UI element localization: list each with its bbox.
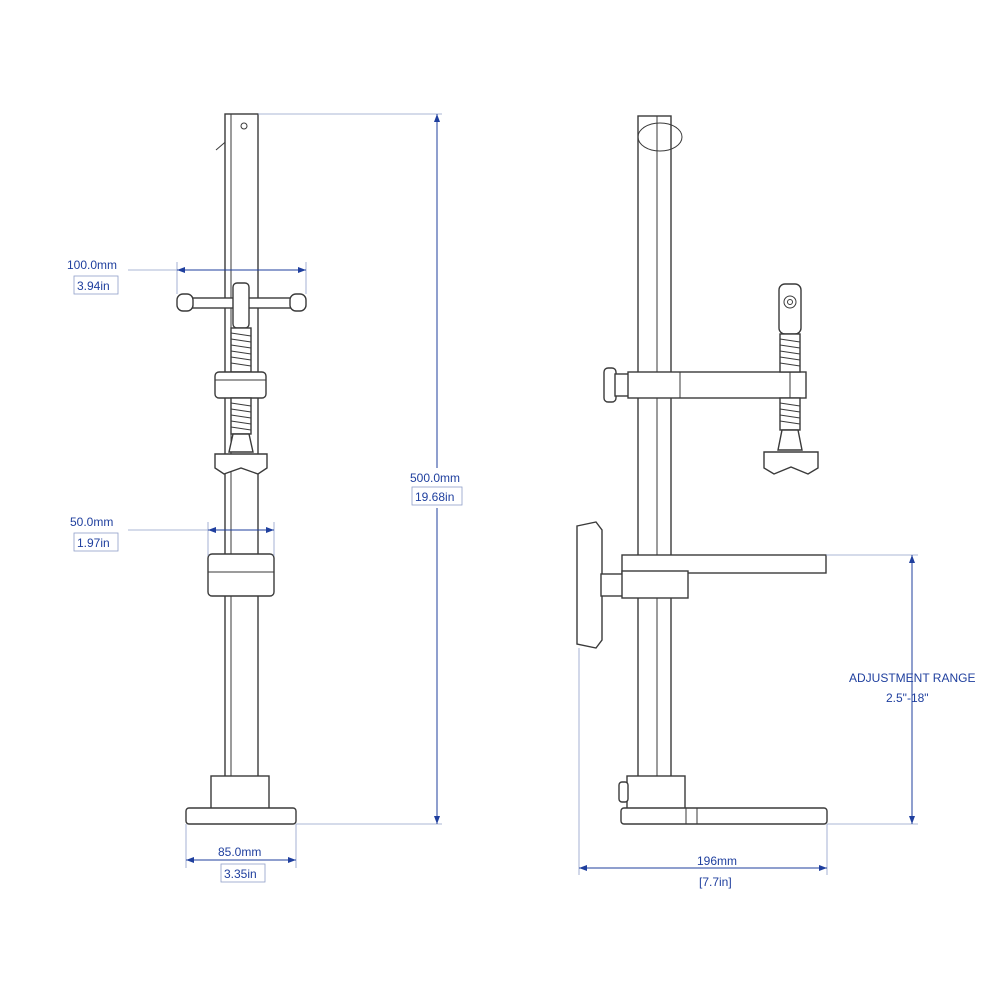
front-upper-spring <box>230 327 252 373</box>
front-base-plate <box>185 807 297 825</box>
dim-reach-mm-label: 196mm <box>697 854 737 868</box>
side-screw <box>763 283 819 475</box>
front-clamp-block <box>214 371 267 399</box>
dim-column-diameter: 50.0mm 1.97in <box>70 515 275 556</box>
side-lower-arm <box>576 521 827 649</box>
dim-base-in-label: 3.35in <box>224 867 257 881</box>
dim-height-in-label: 19.68in <box>415 490 454 504</box>
dim-column-mm-label: 50.0mm <box>70 515 113 529</box>
front-pin-ring <box>240 122 248 130</box>
dim-arm-reach: 196mm [7.7in] <box>578 648 828 889</box>
dim-reach-in-label: [7.7in] <box>699 875 732 889</box>
dim-adjustment-range: ADJUSTMENT RANGE 2.5"-18" <box>826 554 975 825</box>
dim-crossbar-width: 100.0mm 3.94in <box>67 258 307 295</box>
dim-crossbar-mm-label: 100.0mm <box>67 258 117 272</box>
adjustment-range-value: 2.5"-18" <box>886 691 929 705</box>
side-knob <box>576 521 603 649</box>
dim-column-in-label: 1.97in <box>77 536 110 550</box>
dim-height-mm-label: 500.0mm <box>410 471 460 485</box>
dim-base-width: 85.0mm 3.35in <box>185 824 297 883</box>
side-pin-ring <box>637 122 683 152</box>
side-column <box>637 115 672 809</box>
side-upper-arm <box>603 367 807 403</box>
front-view <box>176 113 307 825</box>
dim-overall-height: 500.0mm 19.68in <box>258 113 467 825</box>
side-view <box>576 115 828 825</box>
front-t-handle <box>176 282 307 329</box>
front-base-socket <box>210 775 270 810</box>
dim-crossbar-in-label: 3.94in <box>77 279 110 293</box>
side-base <box>618 775 828 825</box>
front-swivel-pad <box>214 433 268 475</box>
front-lower-spring <box>230 397 252 435</box>
dim-base-mm-label: 85.0mm <box>218 845 261 859</box>
front-collar <box>207 553 275 597</box>
adjustment-range-title: ADJUSTMENT RANGE <box>849 671 975 685</box>
